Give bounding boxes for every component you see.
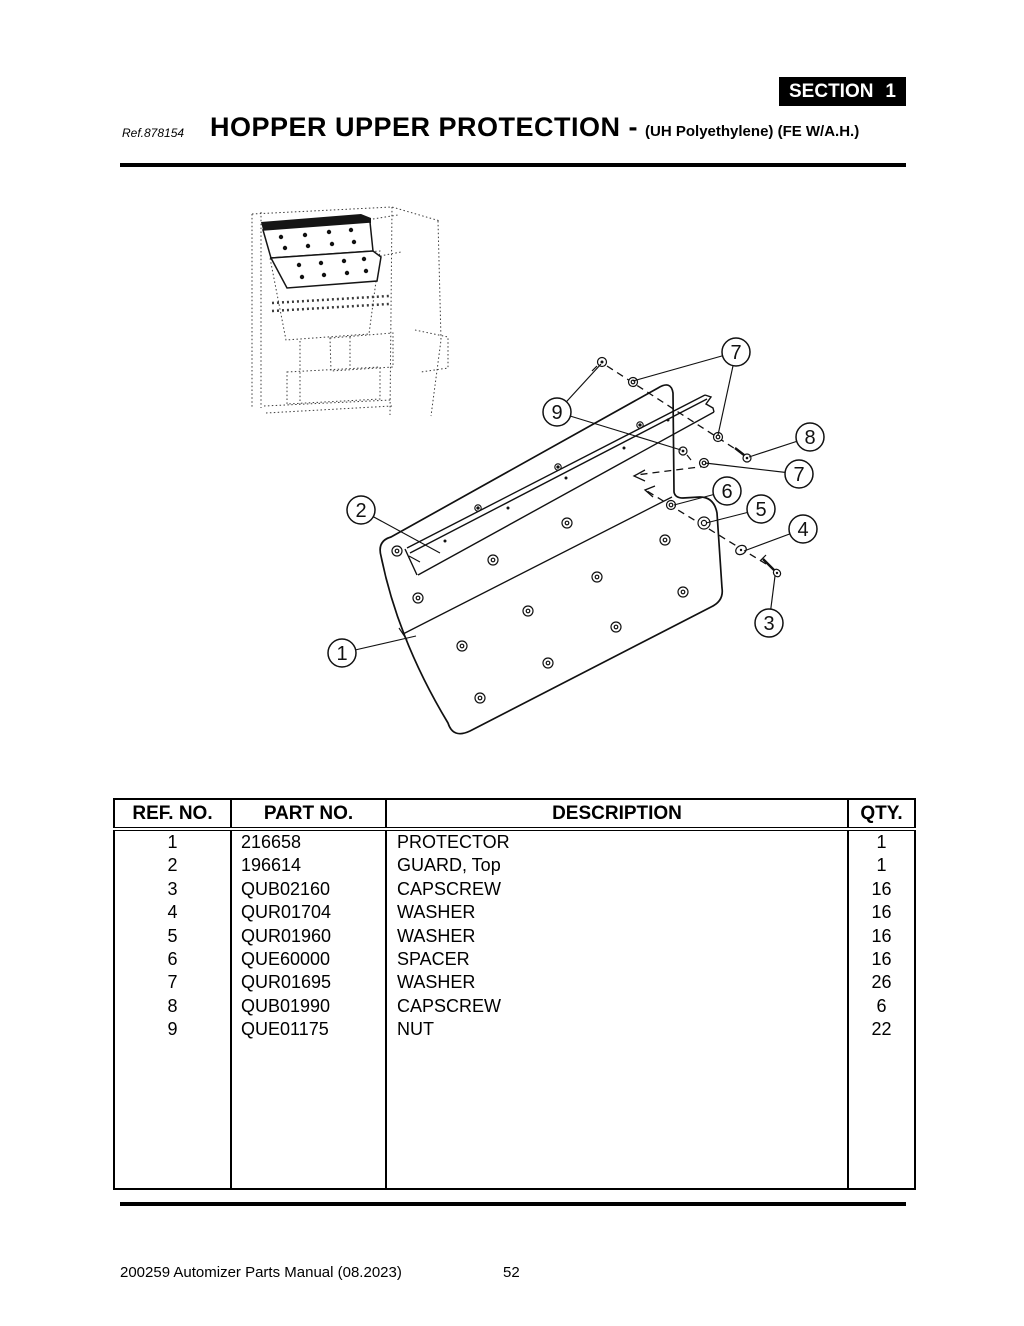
footer-page-number: 52 [503,1264,520,1281]
table-row: 7 QUR01695 WASHER 26 [113,971,916,995]
balloon-5: 5 [746,494,776,524]
qty-cell: 22 [847,1018,916,1042]
ref-cell: 3 [113,877,232,902]
page-title-sub: (UH Polyethylene) (FE W/A.H.) [645,123,860,140]
part-cell: QUE01175 [230,1018,387,1042]
qty-cell: 6 [847,994,916,1019]
svg-text:5: 5 [755,499,766,521]
table-filler-row [113,1041,916,1189]
ref-number: Ref.878154 [122,126,185,140]
washer-glyph [735,544,747,556]
ref-cell: 7 [113,971,232,995]
page-title-main: HOPPER UPPER PROTECTION - [210,112,639,142]
table-row: 4 QUR01704 WASHER 16 [113,901,916,925]
washer-glyph [627,376,639,388]
section-badge: SECTION 1 [779,77,906,106]
balloon-4: 4 [788,514,818,544]
ref-cell: 4 [113,901,232,925]
nut-glyph [678,446,692,461]
ref-cell: 6 [113,948,232,972]
qty-cell: 1 [847,829,916,855]
svg-text:1: 1 [336,643,347,665]
ref-cell: 9 [113,1018,232,1042]
footer-divider [120,1202,906,1206]
part-cell: QUR01704 [230,901,387,925]
desc-cell: SPACER [385,948,849,972]
part-cell: QUR01960 [230,924,387,949]
svg-text:2: 2 [355,500,366,522]
header-qty: QTY. [847,799,916,831]
capscrew-glyph [759,554,782,578]
thumbnail-protection-panels [261,214,382,289]
balloon-1: 1 [327,638,357,668]
title-divider [120,163,906,167]
panel-holes [391,517,689,704]
part-cell: QUB02160 [230,877,387,902]
table-row: 8 QUB01990 CAPSCREW 6 [113,994,916,1019]
svg-text:7: 7 [730,342,741,364]
table-header-row: REF. NO. PART NO. DESCRIPTION QTY. [113,799,916,831]
ref-cell: 1 [113,829,232,855]
desc-cell: NUT [385,1018,849,1042]
desc-cell: WASHER [385,924,849,949]
ref-cell: 8 [113,994,232,1019]
qty-cell: 16 [847,924,916,949]
capscrew-glyph [734,447,752,463]
desc-cell: WASHER [385,901,849,925]
part-cell: QUB01990 [230,994,387,1019]
balloon-7-lower: 7 [784,459,814,489]
table-row: 5 QUR01960 WASHER 16 [113,924,916,949]
header-description: DESCRIPTION [385,799,849,831]
exploded-view-diagram: 1 2 3 4 5 6 7 [251,206,825,735]
part-cell: QUE60000 [230,948,387,972]
table-row: 2 196614 GUARD, Top 1 [113,854,916,878]
qty-cell: 1 [847,854,916,878]
svg-text:7: 7 [793,464,804,486]
section-number: 1 [885,80,896,102]
part-cell: 216658 [230,829,387,855]
parts-table: REF. NO. PART NO. DESCRIPTION QTY. 1 216… [113,798,916,1190]
balloon-6: 6 [712,476,742,506]
qty-cell: 26 [847,971,916,995]
qty-cell: 16 [847,901,916,925]
ref-cell: 5 [113,924,232,949]
protector-panel [379,384,724,735]
part-cell: QUR01695 [230,971,387,995]
svg-text:6: 6 [721,481,732,503]
callout-balloons: 1 2 3 4 5 6 7 [327,337,825,668]
table-row: 1 216658 PROTECTOR 1 [113,829,916,855]
desc-cell: PROTECTOR [385,829,849,855]
svg-text:4: 4 [797,519,808,541]
fasteners [591,356,782,578]
desc-cell: CAPSCREW [385,994,849,1019]
qty-cell: 16 [847,948,916,972]
table-row: 6 QUE60000 SPACER 16 [113,948,916,972]
desc-cell: GUARD, Top [385,854,849,878]
balloon-3: 3 [754,608,784,638]
machine-thumbnail [251,206,449,417]
page-title: HOPPER UPPER PROTECTION - (UH Polyethylen… [210,112,859,143]
balloon-9: 9 [542,397,572,427]
table-row: 9 QUE01175 NUT 22 [113,1018,916,1042]
ref-cell: 2 [113,854,232,878]
footer-manual-title: 200259 Automizer Parts Manual (08.2023) [120,1264,402,1281]
balloon-2: 2 [346,495,376,525]
svg-text:8: 8 [804,427,815,449]
qty-cell: 16 [847,877,916,902]
svg-text:9: 9 [551,402,562,424]
section-label: SECTION [789,80,874,102]
header-part-no: PART NO. [230,799,387,831]
spacer-glyph [665,499,677,511]
panel-fold-line [402,496,673,635]
guard-strip [404,394,715,576]
header-ref-no: REF. NO. [113,799,232,831]
desc-cell: WASHER [385,971,849,995]
nut-glyph-top [591,356,608,372]
desc-cell: CAPSCREW [385,877,849,902]
svg-text:3: 3 [763,613,774,635]
balloon-7-upper: 7 [721,337,751,367]
part-cell: 196614 [230,854,387,878]
table-row: 3 QUB02160 CAPSCREW 16 [113,877,916,902]
balloon-8: 8 [795,422,825,452]
